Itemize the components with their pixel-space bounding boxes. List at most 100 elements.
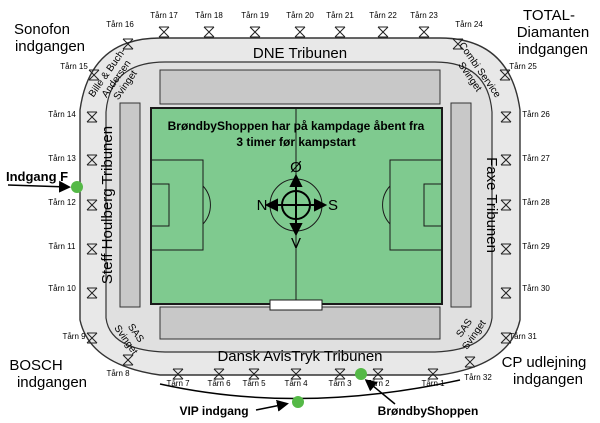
tower-29-icon (500, 243, 512, 255)
tower-14-label: Tårn 14 (48, 110, 76, 119)
shop-notice-line-1: BrøndbyShoppen har på kampdage åbent fra (168, 119, 425, 133)
tower-32-icon (464, 356, 476, 368)
north-stand-label: DNE Tribunen (253, 45, 347, 62)
tower-7-label: Tårn 7 (166, 379, 190, 388)
compass-left-letter: N (257, 197, 268, 214)
tower-11-label: Tårn 11 (49, 242, 77, 251)
tower-6-icon (213, 368, 225, 380)
tower-27-label: Tårn 27 (522, 154, 550, 163)
vip-arrow (255, 399, 289, 412)
vip-entrance-label: VIP indgang (179, 404, 248, 418)
tower-18-icon (203, 26, 215, 38)
tower-29-label: Tårn 29 (522, 242, 550, 251)
shop-label: BrøndbyShoppen (378, 404, 479, 418)
tower-5-label: Tårn 5 (242, 379, 266, 388)
nw-entrance-label-2: indgangen (15, 38, 85, 55)
sw-entrance-label-1: BOSCH (9, 357, 62, 374)
shop-marker[interactable] (355, 368, 367, 380)
tower-15-label: Tårn 15 (60, 62, 88, 71)
tower-2-label: Tårn 2 (366, 379, 390, 388)
compass (264, 173, 328, 237)
tower-23-icon (418, 26, 430, 38)
tower-3-icon (334, 368, 346, 380)
tower-20-label: Tårn 20 (286, 11, 314, 20)
tower-27-icon (500, 154, 512, 166)
nw-entrance-label-1: Sonofon (14, 21, 70, 38)
tower-24-icon (452, 38, 464, 50)
tower-10-icon (86, 287, 98, 299)
tower-15-icon (88, 69, 100, 81)
north-stand-block (159, 69, 441, 105)
compass-top-letter: Ø (290, 159, 302, 176)
tower-26-icon (500, 111, 512, 123)
tower-23-label: Tårn 23 (410, 11, 438, 20)
ne-entrance-label-2: Diamanten (517, 24, 590, 41)
tower-4-label: Tårn 4 (284, 379, 308, 388)
tower-19-label: Tårn 19 (241, 11, 269, 20)
tower-1-icon (427, 368, 439, 380)
west-stand-block (119, 102, 141, 308)
south-stand-label: Dansk AvisTryk Tribunen (217, 348, 382, 365)
tower-28-icon (500, 199, 512, 211)
tower-8-label: Tårn 8 (106, 369, 130, 378)
tower-17-label: Tårn 17 (150, 11, 178, 20)
se-entrance-label-2: indgangen (513, 371, 583, 388)
shop-notice-line-2: 3 timer før kampstart (236, 135, 355, 149)
tower-5-icon (248, 368, 260, 380)
vip-marker[interactable] (292, 396, 304, 408)
tower-12-icon (86, 199, 98, 211)
tower-22-icon (377, 26, 389, 38)
tower-8-icon (122, 354, 134, 366)
tower-26-label: Tårn 26 (522, 110, 550, 119)
ne-entrance-label-3: indgangen (518, 41, 588, 58)
gate-f-arrow (7, 180, 71, 193)
vip-path (159, 379, 461, 400)
tower-28-label: Tårn 28 (522, 198, 550, 207)
east-stand-label: Faxe Tribunen (483, 157, 500, 253)
gate-f-marker[interactable] (71, 181, 83, 193)
ne-entrance-label-1: TOTAL- (523, 7, 575, 24)
tower-25-icon (499, 69, 511, 81)
tower-9-label: Tårn 9 (62, 332, 86, 341)
tower-30-icon (500, 287, 512, 299)
tower-3-label: Tårn 3 (328, 379, 352, 388)
sw-entrance-label-2: indgangen (17, 374, 87, 391)
tower-6-label: Tårn 6 (207, 379, 231, 388)
tower-9-icon (86, 332, 98, 344)
tower-16-icon (122, 38, 134, 50)
tower-11-icon (86, 243, 98, 255)
shop-arrow (364, 379, 396, 405)
tower-14-icon (86, 111, 98, 123)
tower-30-label: Tårn 30 (522, 284, 550, 293)
towers-layer: Tårn 1 Tårn 2 Tårn 3 Tårn 4 Tårn 5 Tårn 6 Tårn… (48, 11, 550, 388)
compass-right-letter: S (328, 197, 338, 214)
compass-bottom-letter: V (291, 235, 301, 252)
tower-16-label: Tårn 16 (106, 20, 134, 29)
tower-18-label: Tårn 18 (195, 11, 223, 20)
tower-17-icon (158, 26, 170, 38)
west-stand-label: Steff Houlberg Tribunen (99, 126, 116, 284)
tower-19-icon (249, 26, 261, 38)
se-entrance-label-1: CP udlejning (502, 354, 587, 371)
tower-31-icon (500, 332, 512, 344)
tower-24-label: Tårn 24 (455, 20, 483, 29)
tower-1-label: Tårn 1 (421, 379, 445, 388)
tower-10-label: Tårn 10 (48, 284, 76, 293)
tower-13-label: Tårn 13 (48, 154, 76, 163)
tower-20-icon (294, 26, 306, 38)
tower-31-label: Tårn 31 (509, 332, 537, 341)
south-stand-block (159, 306, 441, 340)
tower-21-label: Tårn 21 (326, 11, 354, 20)
east-stand-block (450, 102, 472, 308)
tower-7-icon (172, 368, 184, 380)
tower-25-label: Tårn 25 (509, 62, 537, 71)
tower-4-icon (290, 368, 302, 380)
tower-12-label: Tårn 12 (48, 198, 76, 207)
gate-f-label: Indgang F (6, 169, 68, 184)
tower-32-label: Tårn 32 (464, 373, 492, 382)
tower-21-icon (334, 26, 346, 38)
tower-13-icon (86, 154, 98, 166)
tower-22-label: Tårn 22 (369, 11, 397, 20)
tower-2-icon (372, 368, 384, 380)
